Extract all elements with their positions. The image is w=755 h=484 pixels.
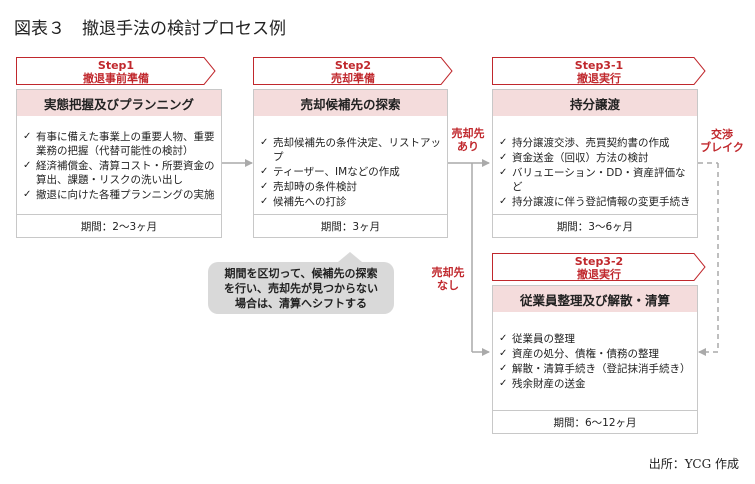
card-planning: 実態把握及びプランニング 有事に備えた事業上の重要人物、重要業務の把握（代替可能… — [16, 89, 222, 238]
card-planning-item: 有事に備えた事業上の重要人物、重要業務の把握（代替可能性の検討） — [23, 130, 215, 158]
card-equity-transfer-item: 持分譲渡に伴う登記情報の変更手続き — [499, 195, 691, 209]
card-equity-transfer-item: バリュエーション・DD・資産評価など — [499, 166, 691, 194]
step3-2-name: 撤退実行 — [577, 268, 621, 281]
step1-number: Step1 — [97, 59, 135, 72]
step3-1-number: Step3-1 — [574, 59, 624, 72]
card-liquidation-item: 解散・清算手続き（登記抹消手続き） — [499, 362, 691, 376]
card-equity-transfer-item: 持分譲渡交渉、売買契約書の作成 — [499, 136, 691, 150]
card-buyer-search-item: 売却時の条件検討 — [260, 180, 441, 194]
card-equity-transfer-period: 期間：3〜6ヶ月 — [493, 214, 697, 238]
label-buyer-found: 売却先 あり — [451, 127, 485, 153]
note-callout: 期間を区切って、候補先の探索 を行い、売却先が見つからない 場合は、清算へシフト… — [208, 262, 394, 314]
source-credit: 出所：YCG 作成 — [648, 457, 739, 471]
card-liquidation-period: 期間：6〜12ヶ月 — [493, 410, 697, 434]
step3-2-tag: Step3-2 撤退実行 — [492, 253, 706, 281]
card-planning-item: 撤退に向けた各種プランニングの実施 — [23, 188, 215, 202]
card-buyer-search-period: 期間：3ヶ月 — [254, 214, 447, 238]
step1-name: 撤退事前準備 — [83, 72, 149, 85]
card-buyer-search-item: 候補先への打診 — [260, 195, 441, 209]
card-liquidation-heading: 従業員整理及び解散・清算 — [493, 286, 697, 312]
card-liquidation-item: 資産の処分、債権・債務の整理 — [499, 347, 691, 361]
card-planning-heading: 実態把握及びプランニング — [17, 90, 221, 116]
label-buyer-not-found: 売却先 なし — [431, 266, 465, 292]
note-pointer — [338, 252, 362, 262]
step2-name: 売却準備 — [331, 72, 375, 85]
card-buyer-search-item: ティーザー、IMなどの作成 — [260, 165, 441, 179]
card-buyer-search: 売却候補先の探索 売却候補先の条件決定、リストアップ ティーザー、IMなどの作成… — [253, 89, 448, 238]
label-negotiation-break: 交渉 ブレイク — [700, 128, 744, 154]
step1-tag: Step1 撤退事前準備 — [16, 57, 216, 85]
card-buyer-search-item: 売却候補先の条件決定、リストアップ — [260, 136, 441, 164]
card-planning-item: 経済補償金、清算コスト・所要資金の算出、課題・リスクの洗い出し — [23, 159, 215, 187]
card-buyer-search-heading: 売却候補先の探索 — [254, 90, 447, 116]
card-equity-transfer-heading: 持分譲渡 — [493, 90, 697, 116]
step2-number: Step2 — [334, 59, 372, 72]
step3-2-number: Step3-2 — [574, 255, 624, 268]
card-equity-transfer: 持分譲渡 持分譲渡交渉、売買契約書の作成 資金送金（回収）方法の検討 バリュエー… — [492, 89, 698, 238]
step3-1-tag: Step3-1 撤退実行 — [492, 57, 706, 85]
figure-title: 図表３ 撤退手法の検討プロセス例 — [14, 19, 286, 39]
card-liquidation-item: 残余財産の送金 — [499, 377, 691, 391]
card-liquidation-item: 従業員の整理 — [499, 332, 691, 346]
step2-tag: Step2 売却準備 — [253, 57, 453, 85]
card-equity-transfer-item: 資金送金（回収）方法の検討 — [499, 151, 691, 165]
step3-1-name: 撤退実行 — [577, 72, 621, 85]
card-planning-period: 期間：2〜3ヶ月 — [17, 214, 221, 238]
card-liquidation: 従業員整理及び解散・清算 従業員の整理 資産の処分、債権・債務の整理 解散・清算… — [492, 285, 698, 434]
